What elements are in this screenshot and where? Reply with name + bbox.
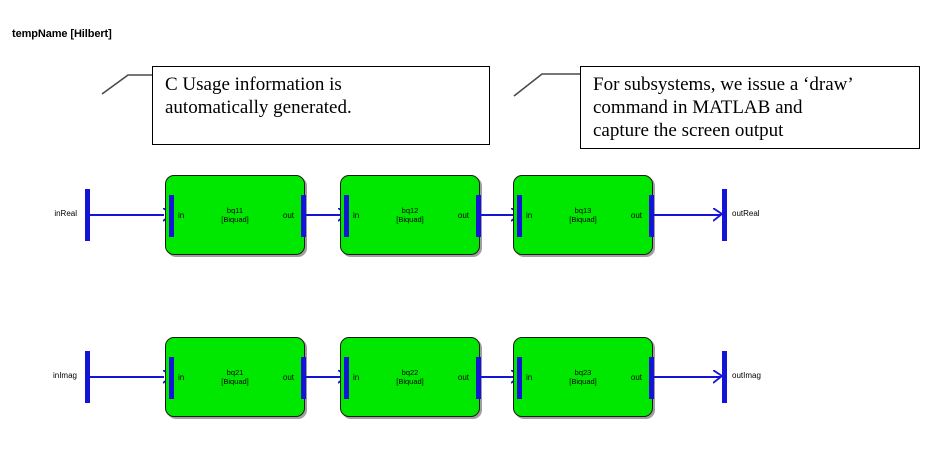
output-terminal-bar	[722, 189, 727, 241]
callout-leader-line-2	[513, 73, 584, 97]
block-out-port-label: out	[630, 373, 642, 382]
block-out-port-label: out	[457, 211, 469, 220]
block-in-port-bar	[169, 357, 174, 399]
subsystem-block-bq11[interactable]: in bq11 [Biquad] out	[165, 175, 306, 255]
wire-bq11-to-bq12[interactable]	[305, 214, 340, 216]
block-in-port-label: in	[178, 373, 185, 382]
block-out-port-bar	[301, 195, 306, 237]
input-terminal-bar	[85, 189, 90, 241]
block-out-port-bar	[476, 195, 481, 237]
block-in-port-bar	[169, 195, 174, 237]
block-in-port-bar	[344, 357, 349, 399]
block-out-port-bar	[476, 357, 481, 399]
annotation-callout-c-usage[interactable]: C Usage information is automatically gen…	[152, 66, 490, 145]
block-out-port-bar	[301, 357, 306, 399]
subsystem-block-bq22[interactable]: in bq22 [Biquad] out	[340, 337, 481, 417]
output-port-label: outReal	[732, 209, 760, 218]
subsystem-block-bq13[interactable]: in bq13 [Biquad] out	[513, 175, 654, 255]
annotation-line: capture the screen output	[593, 120, 784, 142]
block-out-port-label: out	[457, 373, 469, 382]
subsystem-block-bq21[interactable]: in bq21 [Biquad] out	[165, 337, 306, 417]
wire-in-to-bq21[interactable]	[90, 376, 164, 378]
block-in-port-label: in	[526, 211, 533, 220]
wire-bq12-to-bq13[interactable]	[480, 214, 513, 216]
input-terminal-bar	[85, 351, 90, 403]
signal-path-real: inReal in bq11 [Biquad] out in bq12 [Biq…	[0, 170, 930, 280]
annotation-line: command in MATLAB and	[593, 97, 803, 119]
block-in-port-bar	[517, 357, 522, 399]
annotation-callout-subsystem-draw[interactable]: For subsystems, we issue a ‘draw’ comman…	[580, 66, 920, 149]
block-out-port-label: out	[282, 373, 294, 382]
callout-leader-line-1	[101, 74, 156, 95]
block-out-port-bar	[649, 357, 654, 399]
block-in-port-label: in	[526, 373, 533, 382]
wire-bq21-to-bq22[interactable]	[305, 376, 340, 378]
block-out-port-label: out	[630, 211, 642, 220]
arrow-icon	[713, 208, 722, 222]
signal-path-imag: inImag in bq21 [Biquad] out in bq22 [Biq…	[0, 332, 930, 442]
output-terminal-bar	[722, 351, 727, 403]
subsystem-block-bq23[interactable]: in bq23 [Biquad] out	[513, 337, 654, 417]
block-in-port-label: in	[353, 373, 360, 382]
output-port-label: outImag	[732, 371, 761, 380]
wire-bq23-to-out[interactable]	[653, 376, 721, 378]
arrow-icon	[713, 370, 722, 384]
block-in-port-label: in	[353, 211, 360, 220]
block-in-port-bar	[344, 195, 349, 237]
subsystem-block-bq12[interactable]: in bq12 [Biquad] out	[340, 175, 481, 255]
input-port-label: inImag	[52, 371, 77, 380]
block-out-port-label: out	[282, 211, 294, 220]
block-out-port-bar	[649, 195, 654, 237]
wire-bq22-to-bq23[interactable]	[480, 376, 513, 378]
annotation-line: For subsystems, we issue a ‘draw’	[593, 74, 854, 95]
model-title: tempName [Hilbert]	[12, 28, 112, 40]
wire-bq13-to-out[interactable]	[653, 214, 721, 216]
block-in-port-bar	[517, 195, 522, 237]
annotation-line: automatically generated.	[165, 97, 352, 119]
input-port-label: inReal	[54, 209, 77, 218]
annotation-line: C Usage information is	[165, 74, 342, 95]
block-in-port-label: in	[178, 211, 185, 220]
wire-in-to-bq11[interactable]	[90, 214, 164, 216]
